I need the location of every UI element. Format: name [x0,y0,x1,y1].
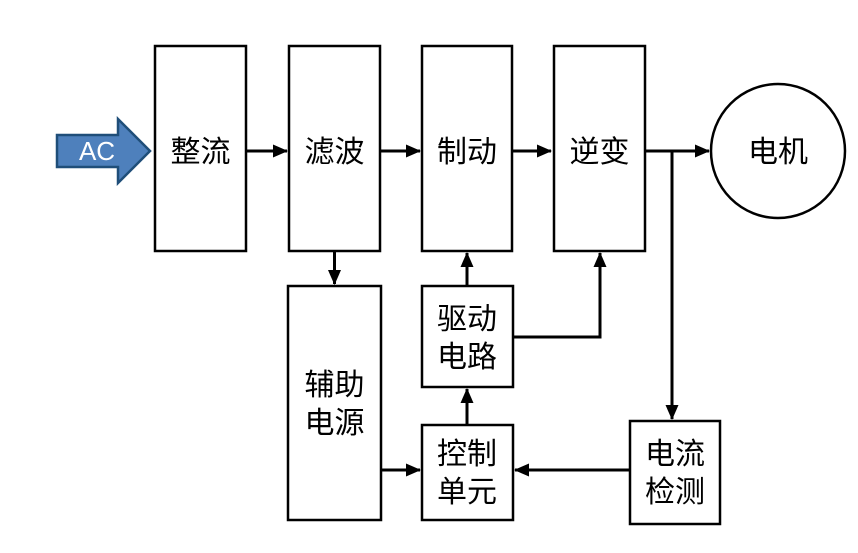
block-aux-power: 辅助 电源 [286,284,383,522]
ac-arrow-label: AC [79,136,115,166]
block-aux-power-box [286,284,383,522]
block-aux-power-label-line2: 电源 [305,407,365,440]
block-control-unit-label-line2: 单元 [437,476,497,509]
block-brake-label: 制动 [437,136,497,169]
ac-arrow-shape [55,115,152,187]
block-rectifier-box [153,44,248,253]
block-drive-circuit-box [420,284,515,389]
block-filter-label: 滤波 [305,136,365,169]
diagram-arrows [246,144,710,477]
block-drive-circuit-label-line2: 电路 [437,341,497,374]
arrow-drive-circuit-to-inverter [513,252,607,339]
block-drive-circuit: 驱动 电路 [420,284,515,389]
block-aux-power-label-line1: 辅助 [305,369,365,402]
block-rectifier: 整流 [153,44,248,253]
block-control-unit: 控制 单元 [420,423,515,522]
block-control-unit-label-line1: 控制 [437,438,497,471]
block-inverter-label: 逆变 [570,136,630,169]
ac-input-arrow: AC [55,115,152,187]
block-motor-circle [709,82,847,220]
block-inverter-box [552,44,647,253]
block-current-sense-label-line1: 电流 [645,438,705,471]
block-drive-circuit-label-line1: 驱动 [437,303,497,336]
block-filter-box [287,44,382,253]
block-motor-label: 电机 [748,136,808,169]
block-control-unit-box [420,423,515,522]
block-inverter: 逆变 [552,44,647,253]
block-current-sense-box [628,419,722,526]
block-motor: 电机 [709,82,847,220]
block-filter: 滤波 [287,44,382,253]
block-current-sense-label-line2: 检测 [645,476,705,509]
block-brake-box [420,44,514,253]
block-current-sense: 电流 检测 [628,419,722,526]
block-rectifier-label: 整流 [171,136,231,169]
block-brake: 制动 [420,44,514,253]
